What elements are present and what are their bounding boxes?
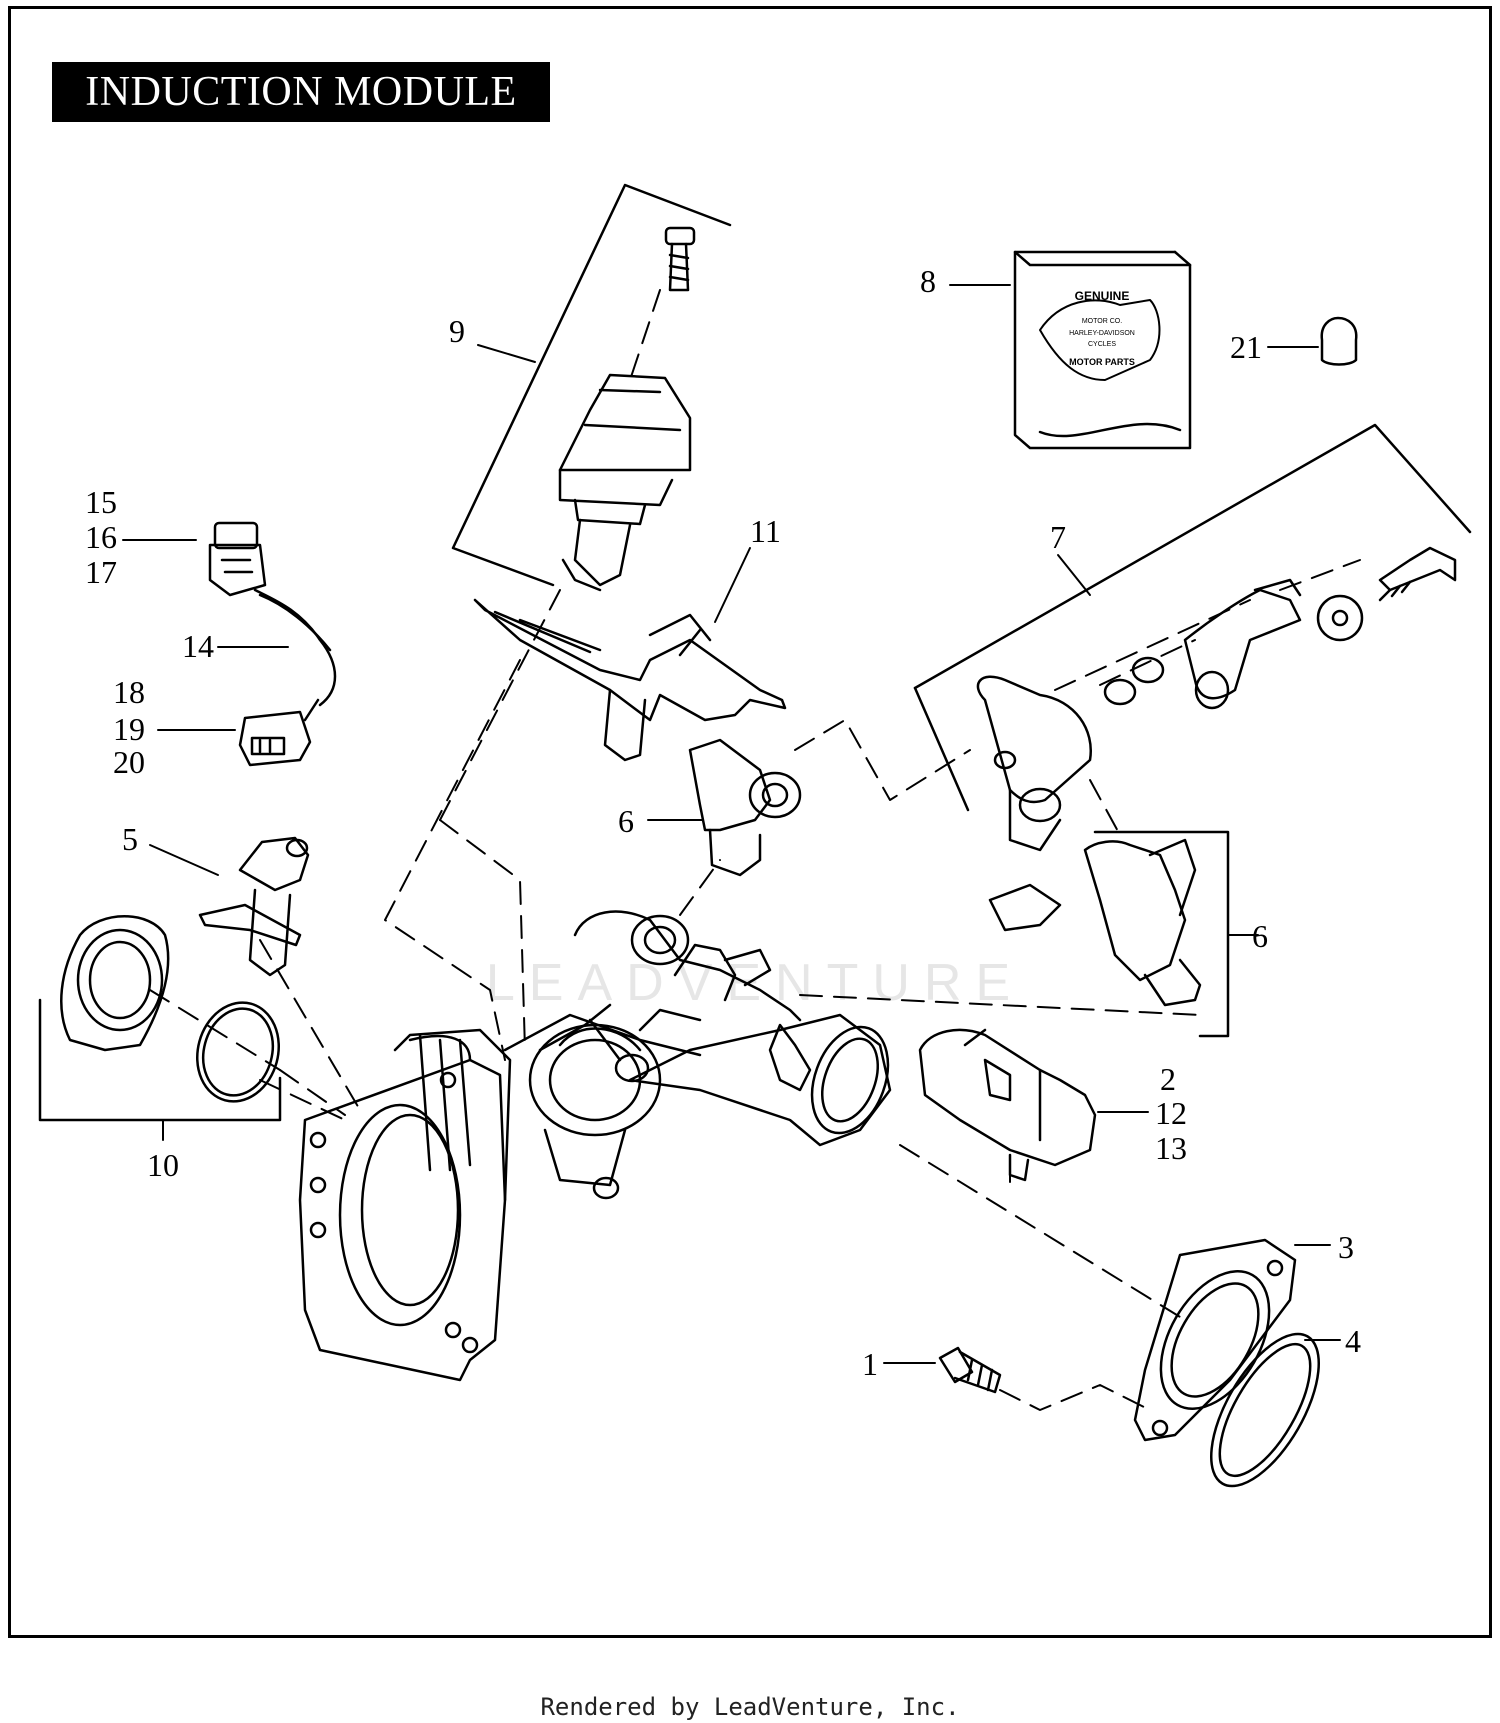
page-title: INDUCTION MODULE [52,62,550,122]
watermark-text: LEADVENTURE [486,954,1024,1012]
callout-2: 2 [1160,1061,1176,1097]
callout-21: 21 [1230,329,1262,365]
diagram-frame [8,6,1492,1638]
harness-parts-14-20[interactable] [208,521,337,767]
sensor-part-5[interactable] [198,836,310,977]
flange-part-3[interactable] [1133,1238,1297,1442]
callout-12: 12 [1155,1095,1187,1131]
callout-17: 17 [85,554,117,590]
cover-part-10[interactable] [60,915,289,1110]
bracket-part-11[interactable] [473,598,787,762]
callout-20: 20 [113,744,145,780]
callout-18: 18 [113,674,145,710]
callout-15: 15 [85,484,117,520]
callout-numbers: 9 8 21 11 7 15 16 17 14 18 19 20 5 6 6 2… [85,263,1361,1382]
exploded-parts-diagram: LEADVENTURE [38,183,1472,1502]
fuel-rail-part-7[interactable] [976,546,1457,852]
genuine-parts-box-part-8: GENUINE MOTOR CO. HARLEY-DAVIDSON CYCLES… [1013,250,1192,450]
logo-brand: HARLEY-DAVIDSON [1069,330,1135,337]
callout-19: 19 [113,711,145,747]
callout-13: 13 [1155,1130,1187,1166]
logo-sub-bottom: CYCLES [1088,341,1116,348]
callout-6-left: 6 [618,803,634,839]
callout-8: 8 [920,263,936,299]
fuel-injector-part-6-top[interactable] [688,738,802,877]
assembly-lines [149,289,1361,1411]
callout-7: 7 [1050,519,1066,555]
logo-sub-top: MOTOR CO. [1082,318,1122,325]
logo-top-word: GENUINE [1075,289,1130,303]
iac-motor-part-9[interactable] [558,226,696,592]
seal-part-4[interactable] [1190,1317,1341,1502]
callout-14: 14 [182,628,214,664]
callout-3: 3 [1338,1229,1354,1265]
logo-bottom-word: MOTOR PARTS [1069,357,1135,367]
callout-4: 4 [1345,1323,1361,1359]
callout-1: 1 [862,1346,878,1382]
screw-part-1[interactable] [938,1346,1002,1394]
cap-part-21[interactable] [1320,316,1358,366]
callout-11: 11 [750,513,781,549]
map-sensor-part-2[interactable] [918,1028,1097,1182]
leader-lines [122,284,1341,1364]
callout-5: 5 [122,821,138,857]
callout-10: 10 [147,1147,179,1183]
throttle-body-main[interactable] [298,910,902,1382]
callout-6-right: 6 [1252,918,1268,954]
fuel-injector-part-6-right[interactable] [988,838,1202,1007]
callout-9: 9 [449,313,465,349]
group-brackets [38,183,1472,1122]
footer-credit: Rendered by LeadVenture, Inc. [540,1693,960,1721]
callout-16: 16 [85,519,117,555]
